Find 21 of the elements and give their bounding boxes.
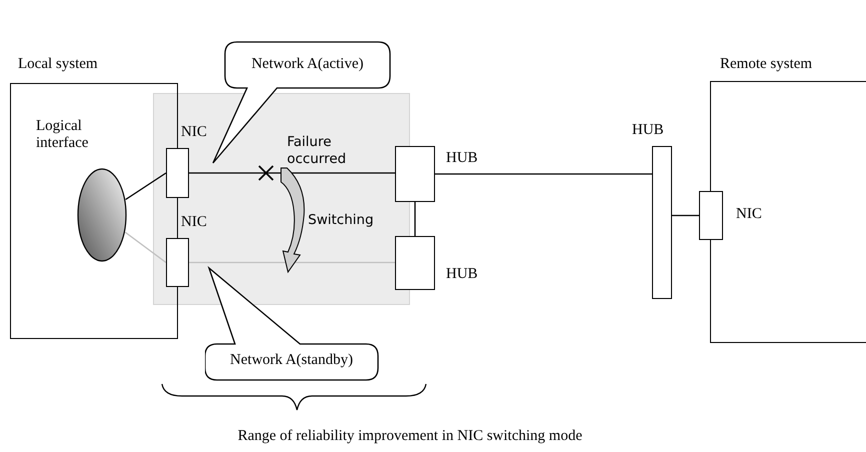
hub-label: HUB — [446, 266, 478, 283]
connector-line — [124, 232, 166, 264]
interface-label: Logical interface — [36, 118, 90, 152]
connector-line — [189, 172, 395, 174]
nic-label: NIC — [181, 124, 207, 141]
callout-text: Network A(active) — [250, 56, 365, 73]
system-label: Local system — [18, 56, 98, 73]
connector-line — [189, 262, 395, 264]
nic-label: NIC — [736, 206, 762, 223]
connector-line — [435, 173, 652, 175]
hub-label: HUB — [446, 150, 478, 167]
callout-text: Network A(standby) — [229, 352, 354, 369]
annotation-text: Switching — [308, 212, 374, 229]
annotation-text: Failure occurred — [287, 134, 348, 168]
connector-line — [672, 214, 699, 216]
hub-label: HUB — [632, 122, 664, 139]
system-label: Remote system — [720, 56, 812, 73]
nic-label: NIC — [181, 214, 207, 231]
connector-line — [125, 172, 166, 200]
range-caption: Range of reliability improvement in NIC switching mode — [236, 428, 584, 445]
connector-line — [414, 202, 416, 236]
